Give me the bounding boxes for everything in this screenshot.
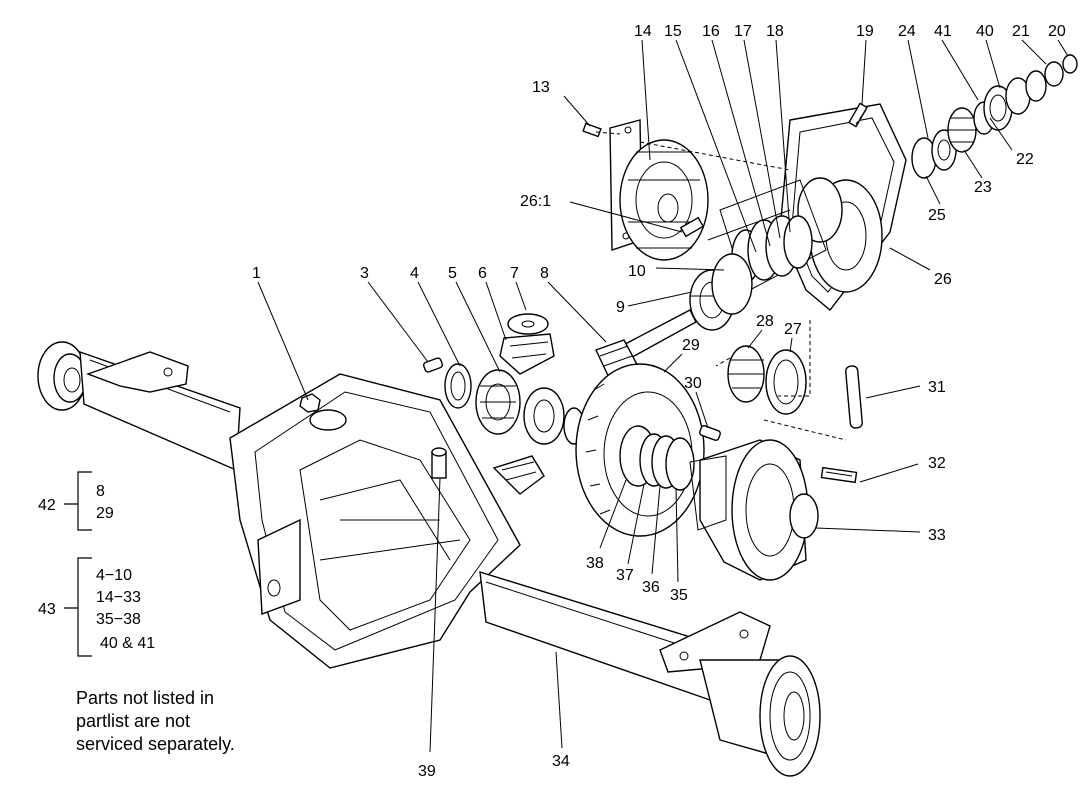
callout-4: 4: [410, 265, 419, 282]
callout-40: 40: [976, 23, 994, 40]
callout-39: 39: [418, 763, 436, 780]
callout-30: 30: [684, 375, 702, 392]
callout-28: 28: [756, 313, 774, 330]
callout-labels: 1 3 4 5 6 7 8 9 10 13 14 15 16 17 18 19 …: [252, 23, 1066, 780]
callout-36: 36: [642, 579, 660, 596]
callout-5: 5: [448, 265, 457, 282]
group-42-item-1: 8: [96, 483, 105, 500]
callout-37: 37: [616, 567, 634, 584]
callout-9: 9: [616, 299, 625, 316]
group-43-label: 43: [38, 601, 56, 618]
callout-1: 1: [252, 265, 261, 282]
group-43: 43 4−10 14−33 35−38 40 & 41: [38, 557, 155, 657]
callout-24: 24: [898, 23, 916, 40]
callout-15: 15: [664, 23, 682, 40]
axle-housing: [37, 341, 821, 777]
callout-19: 19: [856, 23, 874, 40]
callout-22: 22: [1016, 151, 1034, 168]
callout-17: 17: [734, 23, 752, 40]
note-line-1: Parts not listed in: [76, 688, 214, 708]
callout-21: 21: [1012, 23, 1030, 40]
callout-6: 6: [478, 265, 487, 282]
callout-33: 33: [928, 527, 946, 544]
callout-16: 16: [702, 23, 720, 40]
callout-27: 27: [784, 321, 802, 338]
callout-10: 10: [628, 263, 646, 280]
callout-14: 14: [634, 23, 652, 40]
callout-38: 38: [586, 555, 604, 572]
callout-26: 26: [934, 271, 952, 288]
callout-7: 7: [510, 265, 519, 282]
group-42-label: 42: [38, 497, 56, 514]
callout-29: 29: [682, 337, 700, 354]
differential-internals: [422, 309, 858, 581]
group-43-item-1: 4−10: [96, 567, 132, 584]
note-line-2: partlist are not: [76, 711, 190, 731]
group-42: 42 8 29: [38, 471, 114, 531]
leader-lines: [257, 39, 1069, 753]
callout-35: 35: [670, 587, 688, 604]
group-43-item-3: 35−38: [96, 611, 141, 628]
service-note: Parts not listed in partlist are not ser…: [76, 688, 235, 754]
callout-31: 31: [928, 379, 946, 396]
callout-25: 25: [928, 207, 946, 224]
callout-34: 34: [552, 753, 570, 770]
callout-18: 18: [766, 23, 784, 40]
callout-26-1: 26:1: [520, 193, 551, 210]
pinion-stack: [911, 54, 1078, 179]
group-42-item-2: 29: [96, 505, 114, 522]
gearcase: [582, 102, 907, 429]
callout-8: 8: [540, 265, 549, 282]
callout-20: 20: [1048, 23, 1066, 40]
assembly-lines: [595, 109, 867, 441]
callout-41: 41: [934, 23, 952, 40]
callout-13: 13: [532, 79, 550, 96]
callout-3: 3: [360, 265, 369, 282]
group-43-item-4: 40 & 41: [100, 635, 155, 652]
note-line-3: serviced separately.: [76, 734, 235, 754]
callout-23: 23: [974, 179, 992, 196]
callout-32: 32: [928, 455, 946, 472]
group-43-item-2: 14−33: [96, 589, 141, 606]
